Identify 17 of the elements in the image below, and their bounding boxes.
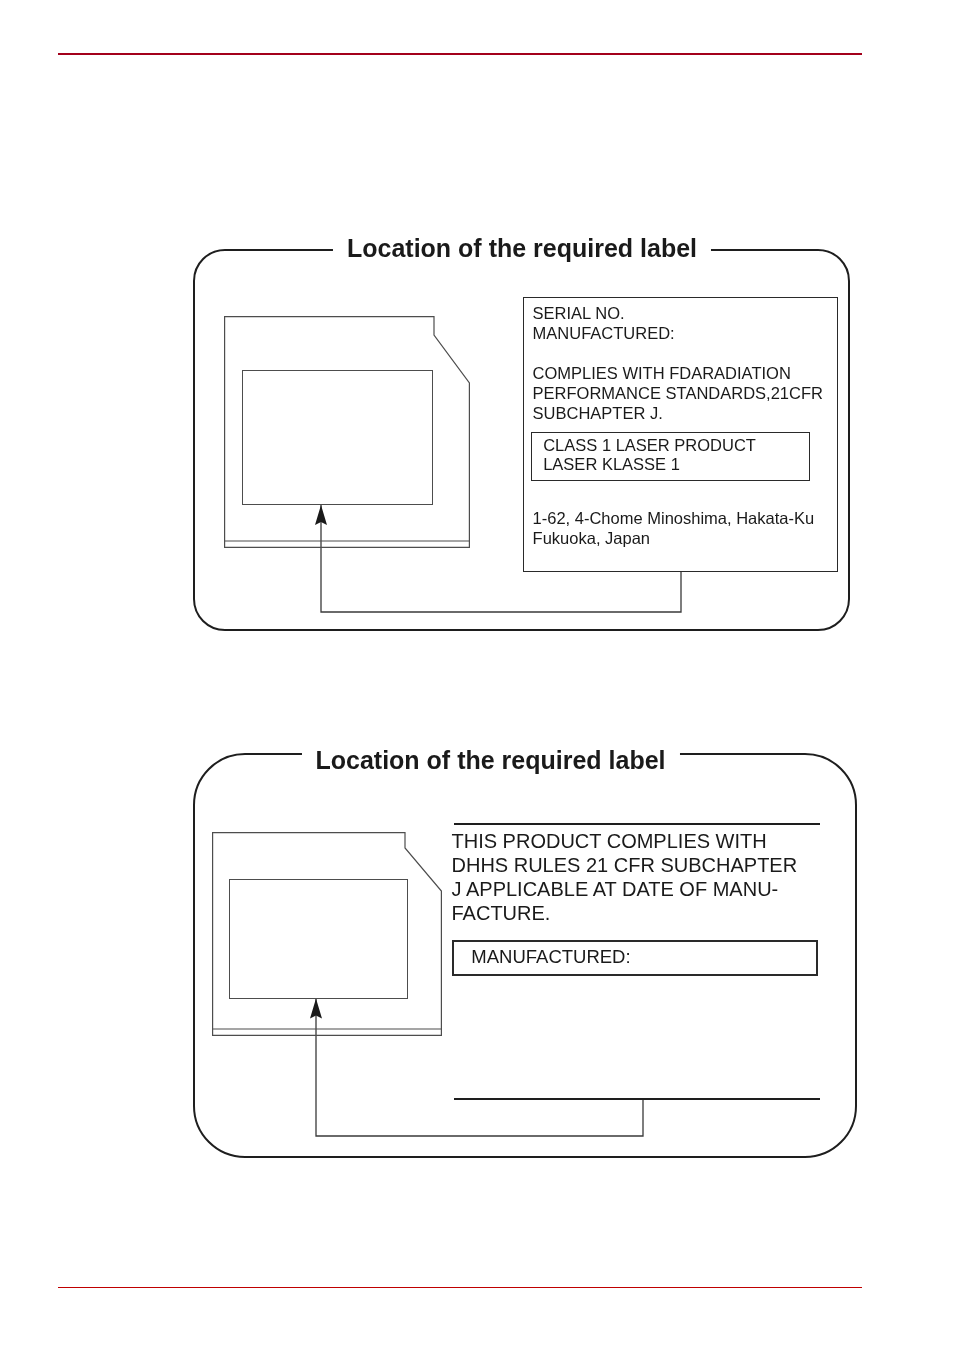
product-label bbox=[523, 297, 838, 572]
laser-class-text: CLASS 1 LASER PRODUCT LASER KLASSE 1 bbox=[543, 436, 757, 475]
compliance-text: THIS PRODUCT COMPLIES WITH DHHS RULES 21 CFR SUBCHAPTER J APPLICABLE AT DATE OF MANU- FACTURE. bbox=[451, 828, 799, 925]
label-area bbox=[242, 370, 433, 505]
label-text: MANUFACTURED: bbox=[532, 322, 676, 343]
leader-arrow bbox=[310, 997, 644, 1137]
product-label bbox=[453, 822, 820, 1100]
label-text: MANUFACTURED: bbox=[471, 946, 632, 969]
compliance-text: COMPLIES WITH FDARADIATION PERFORMANCE STANDARDS,21CFR SUBCHAPTER J. bbox=[532, 362, 824, 423]
date-label bbox=[451, 939, 818, 976]
drive-drawing bbox=[211, 831, 442, 1036]
laser-class-label bbox=[530, 431, 810, 481]
leader-arrow bbox=[315, 504, 682, 613]
drive-drawing bbox=[224, 316, 470, 548]
label-text: SERIAL NO. bbox=[532, 302, 626, 323]
address-text: 1-62, 4-Chome Minoshima, Hakata-Ku Fukuoka, Japan bbox=[532, 507, 816, 548]
label-area bbox=[228, 878, 408, 999]
